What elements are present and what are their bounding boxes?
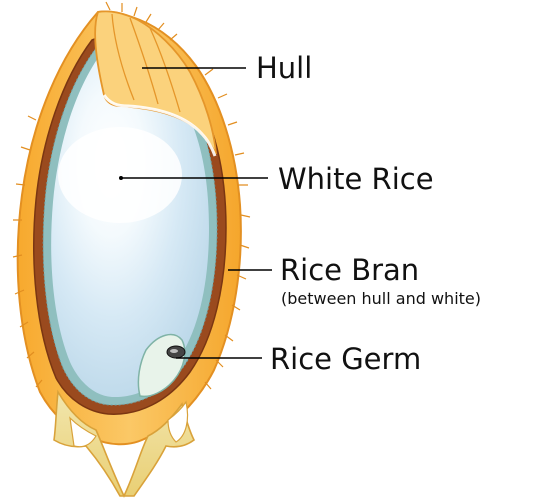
rice-germ-label: Rice Germ [270,342,421,376]
endosperm-highlight [58,127,182,223]
white-rice-pointer-dot [119,176,123,180]
hull-label: Hull [256,51,312,85]
rice-germ-core-highlight [170,349,178,353]
white-rice-label: White Rice [278,162,434,196]
rice-bran-label: Rice Bran [280,253,419,287]
rice-bran-note: (between hull and white) [281,289,481,308]
